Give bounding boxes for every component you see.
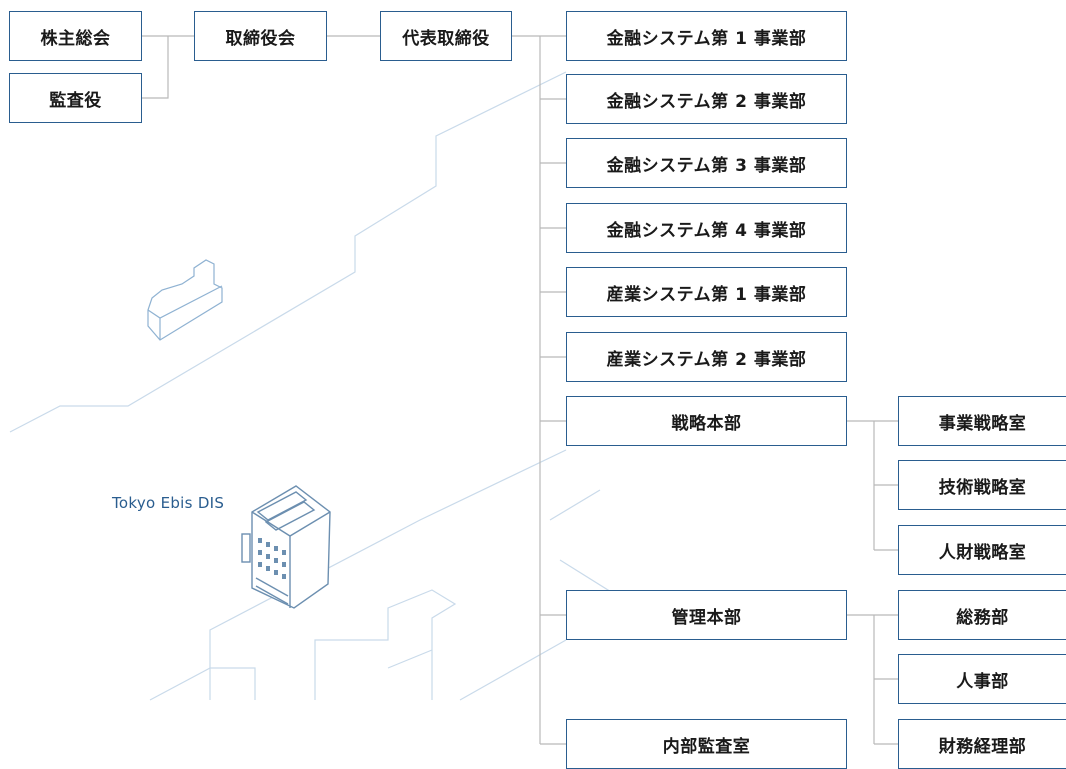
- administration-headquarters-box: 管理本部: [566, 590, 847, 640]
- human-capital-strategy-office-box: 人財戦略室: [898, 525, 1066, 575]
- auditor-box: 監査役: [9, 73, 142, 123]
- division-box: 産業システム第 1 事業部: [566, 267, 847, 317]
- business-strategy-office-box: 事業戦略室: [898, 396, 1066, 446]
- city-block-icon: [147, 259, 223, 341]
- human-resources-box: 人事部: [898, 654, 1066, 704]
- division-box: 金融システム第 4 事業部: [566, 203, 847, 253]
- division-box: 産業システム第 2 事業部: [566, 332, 847, 382]
- strategy-headquarters-box: 戦略本部: [566, 396, 847, 446]
- internal-audit-office-box: 内部監査室: [566, 719, 847, 769]
- division-box: 金融システム第 3 事業部: [566, 138, 847, 188]
- office-building-icon: [241, 485, 331, 609]
- representative-director-box: 代表取締役: [380, 11, 512, 61]
- general-affairs-box: 総務部: [898, 590, 1066, 640]
- shareholders-meeting-box: 株主総会: [9, 11, 142, 61]
- technology-strategy-office-box: 技術戦略室: [898, 460, 1066, 510]
- division-box: 金融システム第 1 事業部: [566, 11, 847, 61]
- finance-accounting-box: 財務経理部: [898, 719, 1066, 769]
- board-of-directors-box: 取締役会: [194, 11, 327, 61]
- office-location-label: Tokyo Ebis DIS: [112, 494, 225, 512]
- division-box: 金融システム第 2 事業部: [566, 74, 847, 124]
